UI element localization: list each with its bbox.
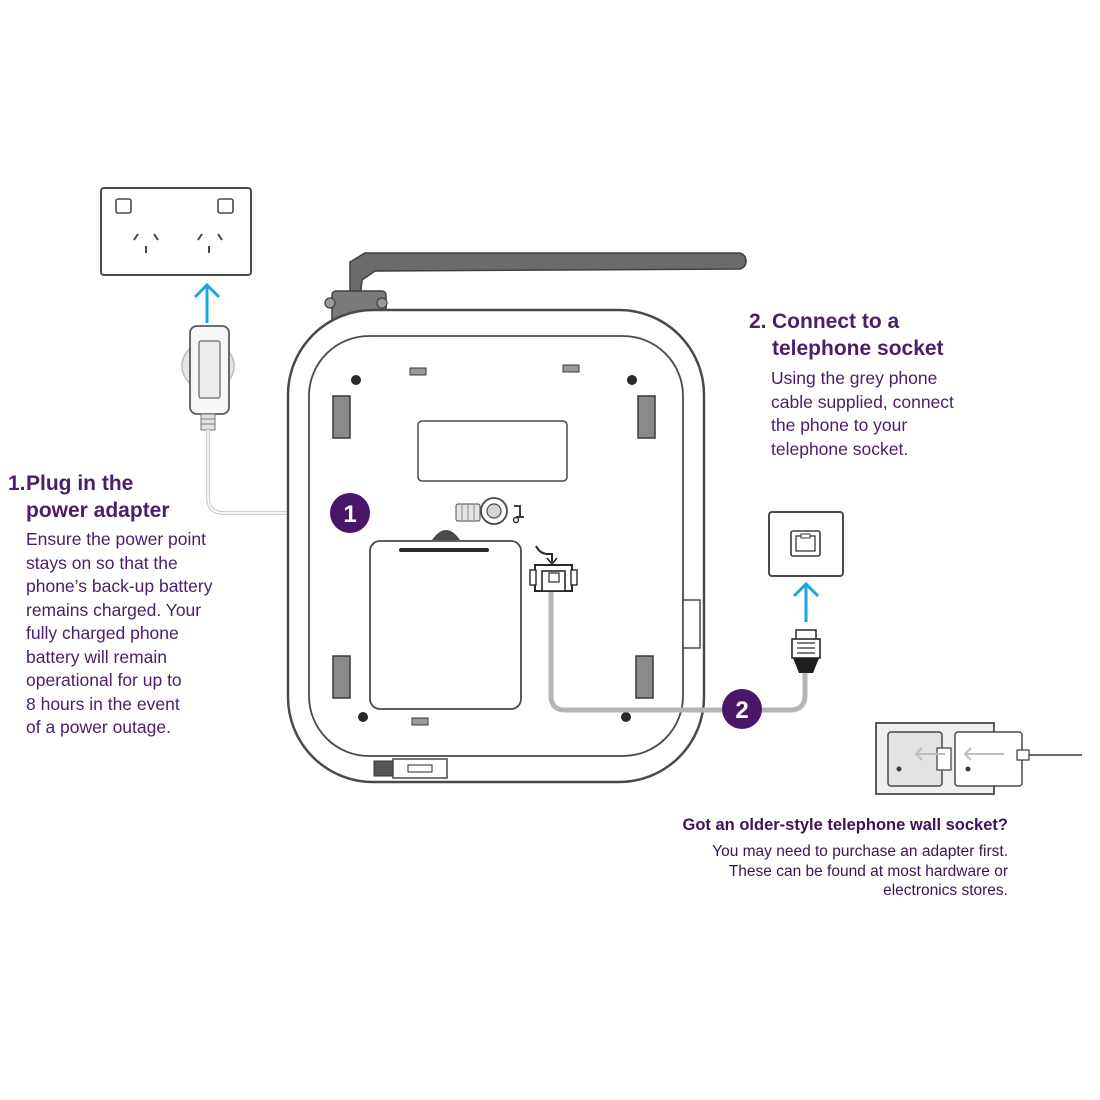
- step-2-body-line: telephone socket.: [771, 438, 909, 459]
- step-1-body-line: battery will remain: [26, 646, 168, 667]
- up-arrow-icon: [193, 282, 221, 323]
- older-socket-body-line: electronics stores.: [883, 882, 1008, 899]
- step-1-body-line: 8 hours in the event: [26, 693, 180, 714]
- step-2-body-line: the phone to your: [771, 415, 908, 435]
- older-socket-body-line: These can be found at most hardware or: [728, 862, 1008, 880]
- step-2-body: Using the grey phone cable supplied, con…: [771, 367, 954, 461]
- step-2-badge: 2: [722, 689, 762, 729]
- step-1-body: Ensure the power point stays on so that …: [26, 528, 212, 740]
- step-1-badge: 1: [330, 493, 370, 533]
- step-1-body-line: stays on so that the: [26, 552, 178, 573]
- step-2-body-line: cable supplied, connect: [771, 391, 954, 412]
- power-outlet-icon: [100, 187, 252, 276]
- older-socket-body-line: You may need to purchase an adapter firs…: [712, 843, 1008, 860]
- step-1-heading-line-2: power adapter: [26, 499, 170, 522]
- step-1-body-line: Ensure the power point: [26, 529, 206, 549]
- phone-base: [286, 308, 706, 784]
- wall-socket-adapter-icon: [875, 722, 1082, 795]
- step-1-number: 1: [343, 501, 356, 528]
- step-1-body-line: remains charged. Your: [26, 599, 202, 620]
- step-1-body-line: fully charged phone: [26, 623, 179, 643]
- step-1-heading-line-1: Plug in the: [26, 472, 134, 495]
- up-arrow-icon: [792, 581, 820, 622]
- step-1-heading-number: 1.: [8, 472, 26, 495]
- phone-plug-icon: [791, 629, 821, 673]
- step-2-number: 2: [735, 697, 748, 724]
- step-1-body-line: operational for up to: [26, 670, 182, 690]
- step-2-heading-line-1: Connect to a: [772, 310, 900, 333]
- power-adapter-icon: [181, 325, 235, 431]
- line-jack: [529, 545, 578, 592]
- older-socket-title: Got an older-style telephone wall socket…: [682, 816, 1009, 834]
- step-1-body-line: of a power outage.: [26, 717, 171, 737]
- step-2-body-line: Using the grey phone: [771, 368, 938, 388]
- power-jack: [455, 497, 524, 525]
- telephone-socket-icon: [768, 511, 844, 577]
- step-1-heading: 1. Plug in the power adapter: [8, 470, 170, 524]
- older-socket-body: You may need to purchase an adapter firs…: [712, 842, 1008, 901]
- step-2-heading: 2. Connect to a telephone socket: [749, 308, 944, 362]
- step-2-heading-line-2: telephone socket: [772, 337, 944, 360]
- step-2-heading-number: 2.: [749, 310, 767, 333]
- step-1-body-line: phone’s back-up battery: [26, 576, 213, 596]
